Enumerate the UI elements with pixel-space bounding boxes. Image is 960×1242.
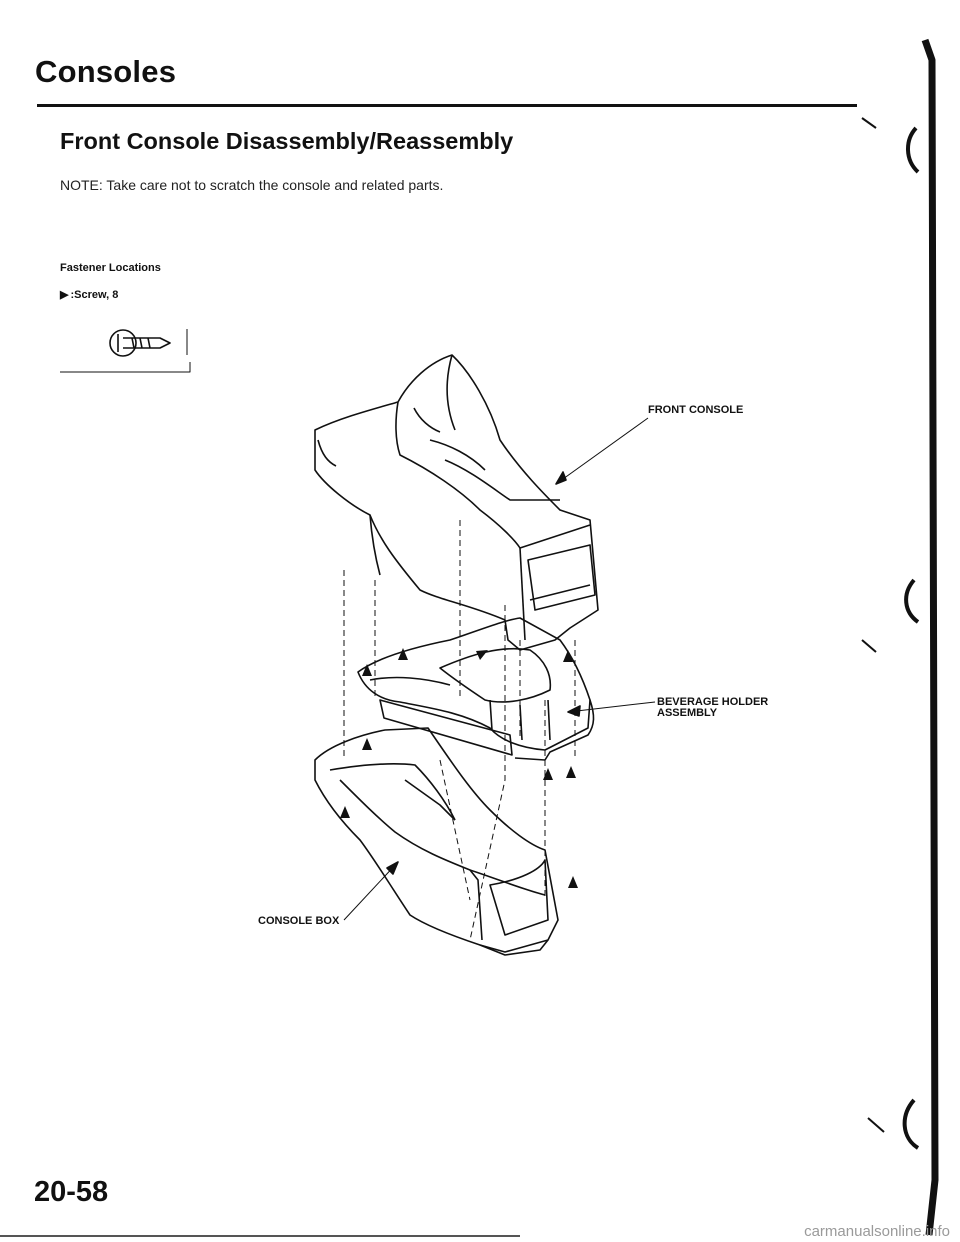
subsection-title: Front Console Disassembly/Reassembly	[60, 128, 514, 154]
watermark: carmanualsonline.info	[804, 1223, 950, 1240]
footer-rule	[0, 1235, 520, 1237]
callout-beverage-holder-line1: BEVERAGE HOLDER	[657, 696, 769, 708]
callout-beverage-holder: BEVERAGE HOLDER ASSEMBLY	[657, 697, 768, 719]
note-text: NOTE: Take care not to scratch the conso…	[60, 177, 444, 193]
screw-location-markers	[340, 648, 578, 888]
fastener-locations-heading: Fastener Locations	[60, 262, 161, 274]
callout-front-console: FRONT CONSOLE	[648, 404, 744, 416]
assembly-guide-lines	[343, 520, 576, 941]
binder-edge-marks	[861, 38, 939, 1236]
screw-legend: ▶ :Screw, 8	[60, 288, 119, 302]
screw-marker-icon: ▶	[60, 289, 69, 301]
section-title: Consoles	[35, 54, 177, 89]
beverage-holder-part	[357, 617, 595, 761]
console-box-part	[314, 727, 559, 956]
title-rule	[37, 104, 857, 107]
screw-legend-label: :Screw, 8	[70, 288, 119, 301]
page-number: 20-58	[34, 1176, 109, 1208]
front-console-part	[314, 354, 599, 651]
screw-icon	[60, 329, 191, 373]
callout-beverage-holder-line2: ASSEMBLY	[657, 707, 718, 719]
callout-console-box: CONSOLE BOX	[258, 915, 340, 927]
